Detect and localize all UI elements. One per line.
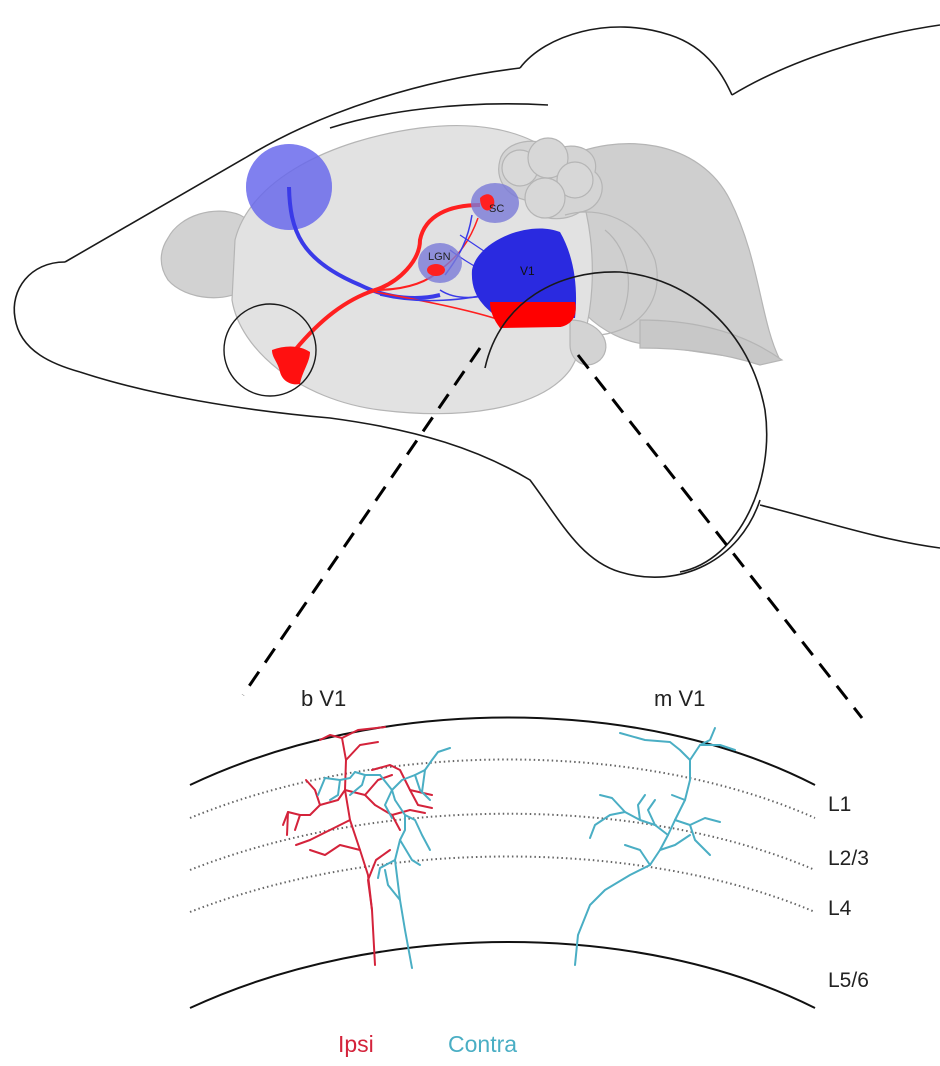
sc-region: SC	[471, 183, 519, 223]
cortex-inset: b V1 m V1 L1 L2/3 L4 L5/6 Ipsi Contra	[190, 686, 869, 1057]
layer-boundary-1	[190, 760, 815, 819]
ipsi-axon-arbor	[283, 727, 432, 965]
area-label-monocular: m V1	[654, 686, 705, 711]
sc-label: SC	[489, 203, 504, 215]
lgn-label: LGN	[428, 251, 451, 263]
layer-label-l56: L5/6	[828, 969, 869, 992]
contra-axon-arbor-bv1	[318, 748, 450, 968]
layer-boundary-3	[190, 857, 815, 913]
zoom-lines	[243, 348, 862, 718]
white-matter-arc	[190, 942, 815, 1008]
area-label-binocular: b V1	[301, 686, 346, 711]
layer-label-l4: L4	[828, 897, 852, 920]
v1-label: V1	[520, 264, 535, 278]
pia-arc	[190, 718, 815, 786]
legend-contra: Contra	[448, 1031, 517, 1057]
legend-ipsi: Ipsi	[338, 1031, 374, 1057]
contra-axon-arbor-mv1	[575, 728, 735, 965]
layer-label-l23: L2/3	[828, 847, 869, 870]
layer-label-l1: L1	[828, 793, 851, 816]
lgn-region: LGN	[418, 243, 462, 283]
